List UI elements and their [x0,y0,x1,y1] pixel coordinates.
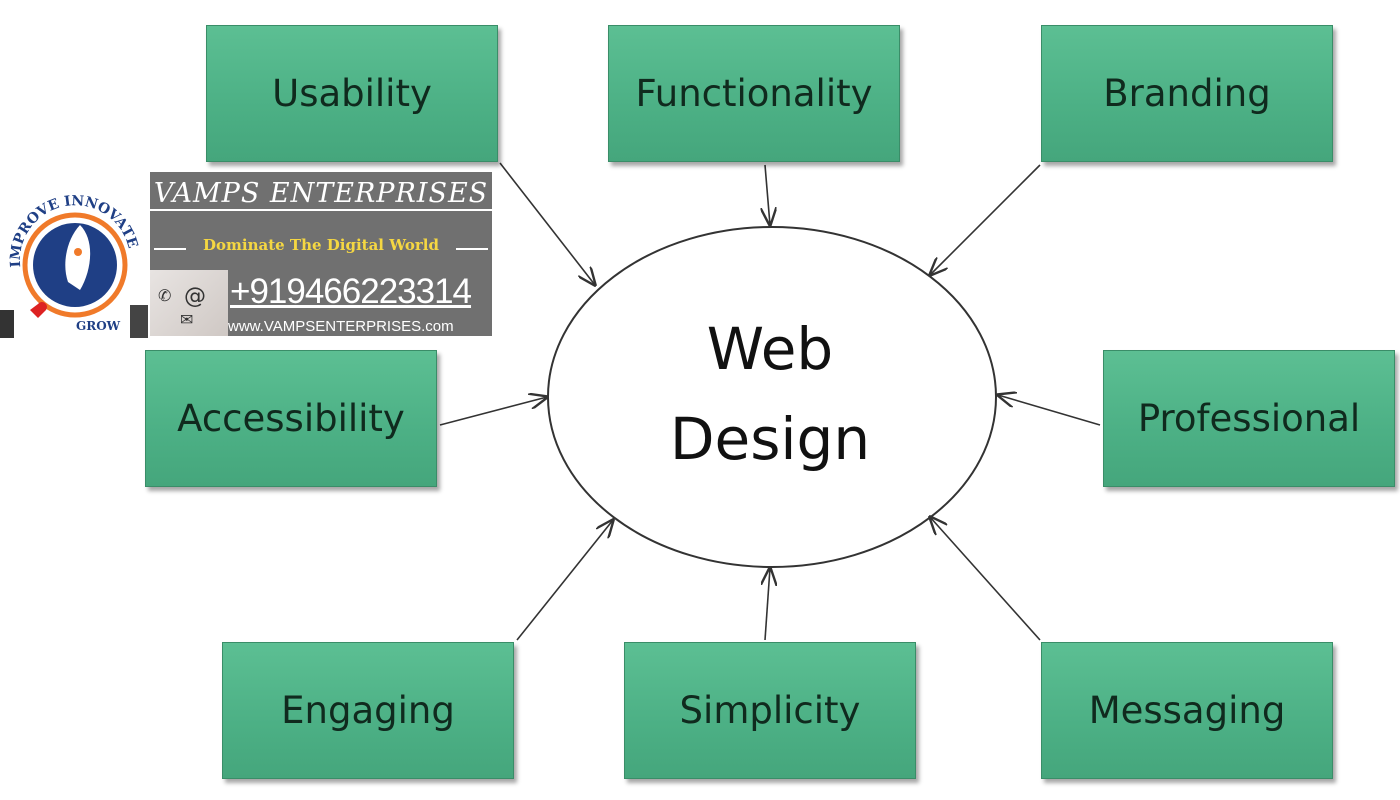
company-name: VAMPS ENTERPRISES [150,178,492,211]
node-messaging: Messaging [1041,642,1333,779]
website-link[interactable]: www.VAMPSENTERPRISES.com [228,318,454,335]
arrow-messaging [930,517,1041,641]
arrow-branding [930,164,1041,275]
node-engaging: Engaging [222,642,514,779]
node-functionality: Functionality [608,25,900,162]
arrow-usability [499,162,595,285]
contact-panel: VAMPS ENTERPRISES Dominate The Digital W… [150,172,492,336]
phone-icon: ✆ [158,286,172,305]
node-usability: Usability [206,25,498,162]
watermark-banner: IMPROVE INNOVATE GROW VAMPS ENTERPRISES … [0,170,493,338]
node-accessibility: Accessibility [145,350,437,487]
at-icon: @ [184,284,206,309]
tagline-rule-left [154,248,186,250]
node-professional: Professional [1103,350,1395,487]
node-branding: Branding [1041,25,1333,162]
svg-text:GROW: GROW [76,319,121,333]
center-line-2: Design [669,404,871,473]
mail-icon: ✉ [180,310,194,329]
arrow-engaging [516,520,613,641]
tagline: Dominate The Digital World [203,236,439,254]
arrow-simplicity [765,568,770,641]
arrow-functionality [765,164,770,225]
rocket-icon [65,225,91,290]
contact-dice-image: @ ✆ ✉ [150,270,228,336]
tagline-rule-right [456,248,488,250]
center-line-1: Web [706,315,834,383]
node-simplicity: Simplicity [624,642,916,779]
arrow-accessibility [439,397,547,426]
arrow-professional [998,395,1101,426]
center-label: Web Design [600,305,940,485]
company-logo: IMPROVE INNOVATE GROW [0,170,150,338]
phone-number: +919466223314 [230,272,472,311]
